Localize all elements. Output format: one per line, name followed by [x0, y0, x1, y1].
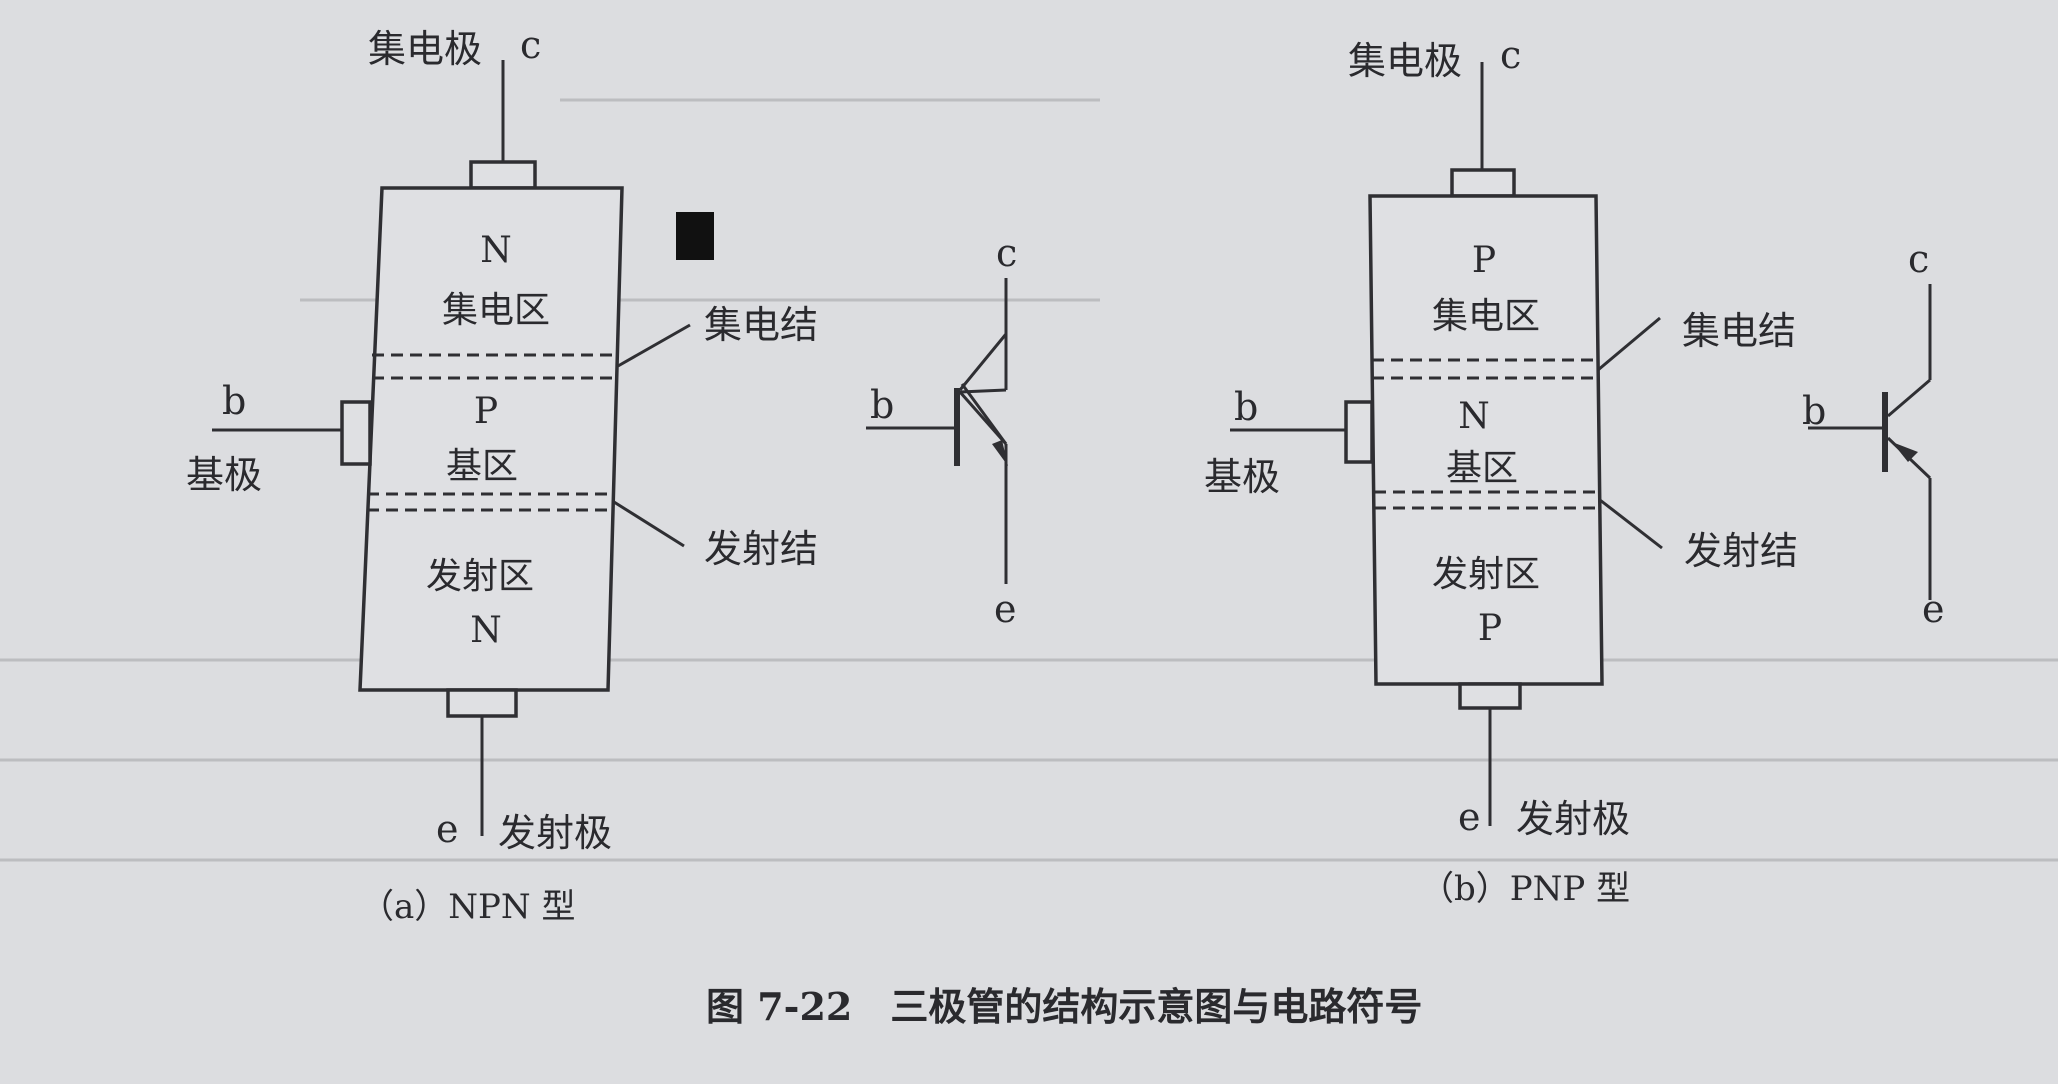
pnp-symbol-base-bar	[1882, 392, 1888, 472]
pnp-top-type: P	[1472, 240, 1496, 281]
npn-symbol-emitter-line	[960, 383, 1008, 445]
npn-emitter-junction-label: 发射结	[704, 527, 818, 571]
npn-emitter-contact	[446, 688, 518, 718]
npn-base-lead-label: b	[222, 379, 246, 423]
npn-cj-leader	[617, 323, 691, 368]
pnp-emitter-junction-label: 发射结	[1684, 529, 1798, 573]
pnp-symbol-collector-diag	[1887, 378, 1931, 418]
npn-symbol-b-label: b	[870, 383, 894, 427]
npn-symbol-c-label: c	[996, 231, 1017, 275]
npn-base-contact	[340, 400, 372, 466]
pnp-bot-type: P	[1478, 608, 1502, 649]
pnp-mid-name: 基区	[1446, 448, 1518, 489]
npn-emitter-electrode-label: 发射极	[498, 811, 612, 855]
npn-symbol-base-bar	[954, 388, 960, 466]
pnp-emitter-lead-label: e	[1458, 795, 1481, 839]
pnp-body	[1368, 194, 1604, 686]
pnp-symbol: c b e	[1802, 237, 1945, 631]
pnp-symbol-c-label: c	[1908, 237, 1929, 281]
pnp-emitter-contact	[1458, 682, 1522, 710]
npn-collector-lead-label: c	[520, 23, 541, 67]
pnp-collector-electrode-label: 集电极	[1348, 39, 1462, 83]
npn-body	[358, 186, 624, 692]
npn-bot-type: N	[470, 610, 502, 651]
pnp-base-contact	[1344, 400, 1374, 464]
pnp-emitter-electrode-label: 发射极	[1516, 797, 1630, 841]
pnp-collector-contact	[1450, 168, 1516, 198]
figure-title: 图 7-22 三极管的结构示意图与电路符号	[706, 984, 1422, 1029]
ink-smudge	[676, 212, 714, 260]
pnp-base-electrode-label: 基极	[1204, 455, 1280, 499]
npn-ej-leader	[613, 500, 685, 548]
npn-collector-electrode-label: 集电极	[368, 27, 482, 71]
background-noise	[0, 98, 2058, 862]
pnp-symbol-arrow-icon	[1892, 442, 1918, 462]
npn-symbol-collector-diag-2	[958, 333, 1008, 391]
pnp-collector-lead-label: c	[1500, 33, 1521, 77]
pnp-bot-name: 发射区	[1432, 554, 1540, 595]
pnp-collector-junction-label: 集电结	[1682, 309, 1796, 353]
npn-symbol-e-label: e	[994, 587, 1017, 631]
pnp-ej-leader	[1599, 498, 1663, 550]
npn-mid-type: P	[474, 391, 498, 432]
npn-symbol-arrow-icon	[992, 440, 1008, 466]
npn-top-name: 集电区	[442, 290, 550, 331]
npn-base-electrode-label: 基极	[186, 453, 262, 497]
npn-collector-junction-label: 集电结	[704, 303, 818, 347]
pnp-cj-leader	[1597, 316, 1661, 372]
pnp-base-lead-label: b	[1234, 385, 1258, 429]
npn-caption: （a）NPN 型	[360, 887, 575, 927]
pnp-symbol-e-label: e	[1922, 587, 1945, 631]
npn-collector-contact	[469, 160, 537, 190]
npn-top-type: N	[480, 230, 512, 271]
npn-mid-name: 基区	[446, 446, 518, 487]
npn-emitter-lead-label: e	[436, 807, 459, 851]
npn-bot-name: 发射区	[426, 556, 534, 597]
pnp-symbol-b-label: b	[1802, 389, 1826, 433]
pnp-structure: 集电极 c P 集电区 N 基区 发射区 P b 基极 集电结 发射结 e 发射…	[1204, 33, 1798, 909]
npn-structure: 集电极 c N 集电区 P 基区 发射区 N b 基极 集电结 发射结 e 发射…	[186, 23, 818, 927]
pnp-top-name: 集电区	[1432, 296, 1540, 337]
pnp-caption: （b）PNP 型	[1420, 869, 1630, 909]
npn-symbol: c b e	[866, 231, 1017, 631]
pnp-mid-type: N	[1458, 396, 1490, 437]
